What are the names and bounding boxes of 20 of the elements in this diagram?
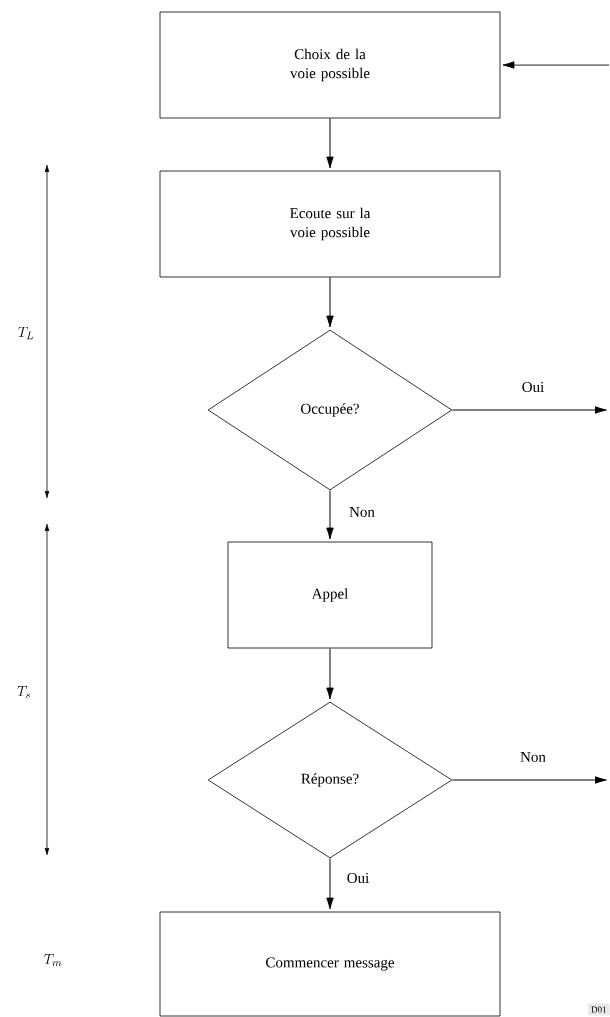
arrow [451,776,607,784]
edge-label: Non [520,752,546,762]
process-box: Commencer message [159,911,501,1017]
dimension-label: $T_s$ [17,686,30,699]
arrow [326,489,334,540]
arrow [326,857,334,910]
arrow [451,406,607,414]
arrow [502,61,610,69]
arrow [326,276,334,328]
edge-label: Non [349,507,375,517]
dimension-label: $T_L$ [18,326,34,340]
edge-label: Oui [347,872,369,884]
dimension-label: $T_m$ [44,954,62,967]
process-box: Appel [227,541,433,649]
arrow [326,117,334,169]
process-box: Ecoute sur la voie possible [159,170,501,278]
process-box: Choix de la voie possible [159,11,501,119]
edge-label: Oui [522,381,544,393]
figure-code: D01 [588,1003,610,1016]
arrow [326,647,334,700]
